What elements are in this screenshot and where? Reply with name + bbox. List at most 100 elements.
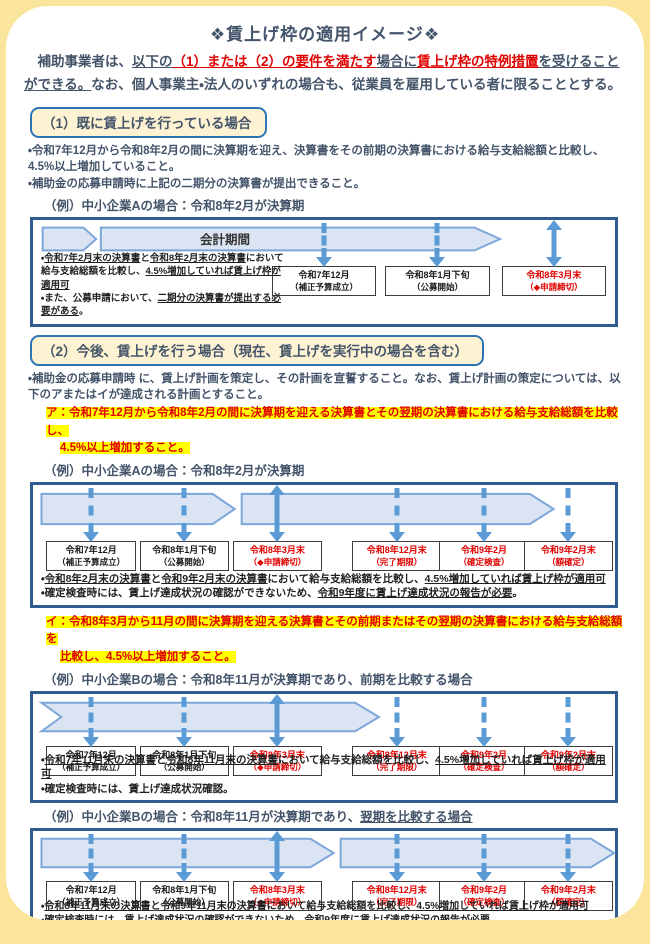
diagram4-note-2: ・確定検査時には、賃上げ達成状況の確認ができないため、令和9年度に賃上げ達成状況… bbox=[41, 914, 609, 920]
case-b-example-2: （例）中小企業Bの場合：令和8年11月が決算期であり、翌期を比較する場合 bbox=[44, 809, 473, 824]
timeline-diagram-2: 令和7年12月 （補正予算成立） 令和8年1月下旬 （公募開始） bbox=[30, 482, 618, 609]
condition-b-highlight-line1: イ：令和8年3月から11月の間に決算期を迎える決算書とその前期またはその翌期の決… bbox=[46, 616, 623, 646]
section2-bullet: ・補助金の応募申請時 に、賃上げ計画を策定し、その計画を宣誓すること。なお、賃上… bbox=[28, 373, 621, 402]
milestone: 令和8年12月末 （完了期限） bbox=[351, 833, 442, 911]
timeline-arrow-icon bbox=[388, 833, 406, 882]
section1-bullet-2: ・補助金の応募申請時に上記の二期分の決算書が提出できること。 bbox=[28, 178, 366, 191]
diagram1-note-2: ・また、公募申請において、二期分の決算書が提出する必要がある。 bbox=[41, 293, 281, 318]
milestone: 令和8年1月下旬 （公募開始） bbox=[139, 487, 230, 571]
timeline-arrow-icon bbox=[175, 487, 193, 543]
milestone-box: 令和8年3月末 （◆申請締切） bbox=[232, 745, 323, 776]
diagram1-notes: ・令和7年2月末の決算書と令和8年2月末の決算書において給与支給総額を比較し、4… bbox=[41, 252, 285, 318]
diagram3-note-1: ・令和7年11月末の決算書と令和8年11月末の決算書において給与支給総額を比較し… bbox=[41, 753, 606, 781]
milestone: 令和8年3月末 （◆申請締切） bbox=[232, 693, 323, 776]
milestone-box: 令和7年12月 （補正予算成立） bbox=[271, 266, 377, 296]
timeline-arrow-icon bbox=[82, 696, 100, 747]
milestone: 令和7年12月 （補正予算成立） bbox=[46, 487, 136, 571]
timeline-arrow-icon bbox=[268, 485, 286, 543]
timeline-arrow-icon bbox=[82, 487, 100, 543]
milestone: 令和8年12月末 （完了期限） bbox=[351, 696, 442, 776]
milestone: 令和8年1月下旬 （公募開始） bbox=[139, 833, 230, 911]
diagram3-notes: ・令和7年11月末の決算書と令和8年11月末の決算書において給与支給総額を比較し… bbox=[41, 753, 609, 797]
timeline-arrow-icon bbox=[428, 222, 446, 268]
milestone: 令和9年2月 （確定検査） bbox=[439, 833, 529, 911]
timeline-arrow-icon bbox=[475, 696, 493, 747]
section2-header: （2）今後、賃上げを行う場合（現在、賃上げを実行中の場合を含む） bbox=[30, 335, 485, 367]
milestone-box: 令和8年1月下旬 （公募開始） bbox=[139, 541, 230, 571]
milestone-box: 令和8年1月下旬 （公募開始） bbox=[385, 266, 490, 296]
timeline-band bbox=[38, 836, 620, 870]
diagram4-note-1: ・令和8年11月末の決算書と令和9年11月末の決算書において給与支給総額を比較し… bbox=[41, 900, 589, 912]
diagram3-note-2: ・確定検査時には、賃上げ達成状況確認。 bbox=[41, 783, 234, 796]
section1-header: （1）既に賃上げを行っている場合 bbox=[30, 106, 268, 138]
milestone-box: 令和9年2月 （確定検査） bbox=[439, 880, 529, 911]
diagram2-notes: ・令和8年2月末の決算書と令和9年2月末の決算書において給与支給総額を比較し、4… bbox=[41, 572, 609, 601]
milestone: 令和8年3月末 （◆申請締切） bbox=[232, 830, 323, 911]
diagram4-notes: ・令和8年11月末の決算書と令和9年11月末の決算書において給与支給総額を比較し… bbox=[41, 900, 609, 920]
milestone: 令和9年2月末 （額確定） bbox=[523, 487, 614, 571]
timeline-diagram-1: 会計期間 令和7年12月 （補正予算成立） bbox=[30, 217, 620, 328]
intro-paragraph: 補助事業者は、以下の（1）または（2）の要件を満たす場合に賃上げ枠の特例措置を受… bbox=[24, 54, 622, 92]
timeline-arrow-icon bbox=[82, 833, 100, 882]
milestone-box: 令和8年3月末 （◆申請締切） bbox=[232, 541, 323, 571]
timeline-arrow-icon bbox=[559, 833, 577, 882]
section1-bullet-1: ・令和7年12月から令和8年2月の間に決算期を迎え、決算書をその前期の決算書にお… bbox=[28, 144, 605, 173]
diagram2-note-2: ・確定検査時には、賃上げ達成状況の確認ができないため、令和9年度に賃上げ達成状況… bbox=[41, 587, 523, 600]
milestone: 令和8年1月下旬 （公募開始） bbox=[385, 222, 490, 296]
diagram1-note-1: ・令和7年2月末の決算書と令和8年2月末の決算書において給与支給総額を比較し、4… bbox=[41, 253, 284, 291]
milestone: 令和9年2月 （確定検査） bbox=[439, 487, 529, 571]
milestone-box: 令和7年12月 （補正予算成立） bbox=[46, 880, 136, 911]
condition-b-highlight-line2: 比較し、4.5%以上増加すること。 bbox=[60, 650, 236, 663]
milestone: 令和8年3月末 （◆申請締切） bbox=[501, 220, 607, 296]
timeline-arrow-icon bbox=[388, 696, 406, 747]
milestone-row: 令和7年12月 （補正予算成立） 令和8年1月下旬 （公募開始） bbox=[33, 485, 615, 605]
timeline-arrow-icon bbox=[175, 696, 193, 747]
condition-a-highlight-line2: 4.5%以上増加すること。 bbox=[60, 441, 190, 454]
milestone-row: 令和7年12月 （補正予算成立） 令和8年1月下旬 （公募開始） bbox=[33, 693, 615, 800]
page-title: ❖賃上げ枠の適用イメージ❖ bbox=[209, 25, 441, 44]
timeline-arrow-icon bbox=[268, 830, 286, 882]
milestone-box: 令和8年12月末 （完了期限） bbox=[351, 880, 442, 911]
milestone-box: 令和9年2月末 （額確定） bbox=[523, 541, 614, 571]
milestone: 令和7年12月 （補正予算成立） bbox=[46, 696, 136, 776]
milestone: 令和9年2月末 （額確定） bbox=[523, 696, 614, 776]
milestone-box: 令和9年2月 （確定検査） bbox=[439, 541, 529, 571]
milestone-row: 令和7年12月 （補正予算成立） 令和8年1月下旬 （公募開始） bbox=[33, 830, 615, 920]
milestone-box: 令和8年3月末 （◆申請締切） bbox=[232, 880, 323, 911]
timeline-band bbox=[38, 224, 620, 254]
timeline-arrow-icon bbox=[475, 833, 493, 882]
timeline-diagram-3: 令和7年12月 （補正予算成立） 令和8年1月下旬 （公募開始） bbox=[30, 690, 620, 803]
milestone-box: 令和8年12月末 （完了期限） bbox=[351, 745, 442, 776]
milestone-box: 令和7年12月 （補正予算成立） bbox=[46, 745, 136, 776]
milestone: 令和7年12月 （補正予算成立） bbox=[271, 222, 377, 296]
timeline-arrow-icon bbox=[559, 696, 577, 747]
accounting-period-label: 会計期間 bbox=[200, 233, 251, 248]
milestone-box: 令和8年3月末 （◆申請締切） bbox=[501, 266, 607, 296]
milestone: 令和8年3月末 （◆申請締切） bbox=[232, 485, 323, 571]
case-b-example-1: （例）中小企業Bの場合：令和8年11月が決算期であり、前期を比較する場合 bbox=[44, 672, 473, 687]
milestone-row: 令和7年12月 （補正予算成立） 令和8年1月下旬 （公募開始） bbox=[33, 220, 615, 324]
section1-bullets: ・令和7年12月から令和8年2月の間に決算期を迎え、決算書をその前期の決算書にお… bbox=[28, 143, 626, 192]
milestone-box: 令和9年2月末 （額確定） bbox=[523, 880, 614, 911]
timeline-arrow-icon bbox=[315, 222, 333, 268]
milestone-box: 令和8年1月下旬 （公募開始） bbox=[139, 745, 230, 776]
timeline-arrow-icon bbox=[545, 220, 563, 268]
timeline-diagram-4: 令和7年12月 （補正予算成立） 令和8年1月下旬 （公募開始） bbox=[30, 827, 620, 920]
milestone: 令和7年12月 （補正予算成立） bbox=[46, 833, 136, 911]
diagram2-note-1: ・令和8年2月末の決算書と令和9年2月末の決算書において給与支給総額を比較し、4… bbox=[41, 572, 606, 585]
case-a-example: （例）中小企業Aの場合：令和8年2月が決算期 bbox=[44, 464, 305, 479]
milestone: 令和8年1月下旬 （公募開始） bbox=[139, 696, 230, 776]
timeline-arrow-icon bbox=[268, 693, 286, 747]
timeline-band bbox=[38, 700, 620, 734]
milestone: 令和8年12月末 （完了期限） bbox=[351, 487, 442, 571]
timeline-arrow-icon bbox=[388, 487, 406, 543]
document-card: ❖賃上げ枠の適用イメージ❖ 補助事業者は、以下の（1）または（2）の要件を満たす… bbox=[6, 6, 644, 920]
section1-example: （例）中小企業Aの場合：令和8年2月が決算期 bbox=[44, 199, 305, 214]
milestone: 令和9年2月 （確定検査） bbox=[439, 696, 529, 776]
timeline-arrow-icon bbox=[175, 833, 193, 882]
condition-a-highlight-line1: ア：令和7年12月から令和8年2月の間に決算期を迎える決算書とその翌期の決算書に… bbox=[46, 407, 618, 437]
timeline-arrow-icon bbox=[559, 487, 577, 543]
milestone-box: 令和7年12月 （補正予算成立） bbox=[46, 541, 136, 571]
timeline-arrow-icon bbox=[475, 487, 493, 543]
milestone-box: 令和8年12月末 （完了期限） bbox=[351, 541, 442, 571]
